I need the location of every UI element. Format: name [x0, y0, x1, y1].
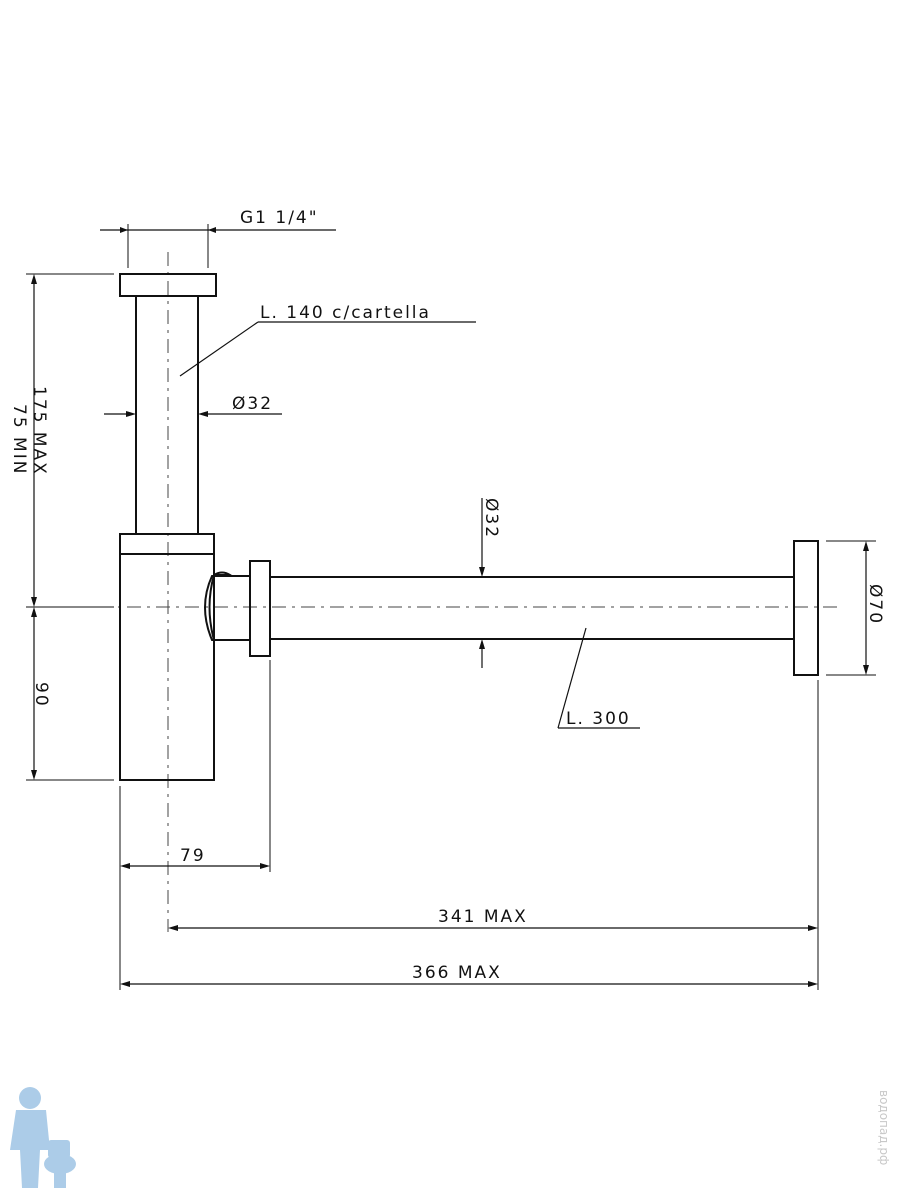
upper-length-label: L. 140 c/cartella [260, 303, 431, 323]
outlet-connector [204, 575, 251, 641]
siphon-body [119, 273, 819, 781]
pipe-diameter-label: Ø32 [481, 498, 501, 539]
horizontal-pipe [269, 576, 795, 640]
leader-line-pipe [557, 627, 587, 729]
upper-pipe [135, 295, 199, 535]
length-366-label: 366 MAX [412, 963, 502, 983]
arrowheads [31, 227, 869, 987]
dimension-lines [33, 229, 867, 985]
flange-diameter-label: Ø70 [865, 584, 885, 625]
offset-label: 79 [180, 846, 206, 866]
plumber-mascot-icon [10, 1087, 76, 1188]
wall-flange [793, 540, 819, 676]
center-lines [40, 252, 840, 932]
pipe-length-label: L. 300 [566, 709, 631, 729]
leader-line-upper [179, 321, 259, 377]
bottle-body [119, 553, 215, 781]
outlet-elbow [208, 571, 234, 641]
length-341-label: 341 MAX [438, 907, 528, 927]
body-collar [119, 533, 215, 555]
pipe-nut [249, 560, 271, 657]
upper-diameter-label: Ø32 [232, 394, 273, 414]
height-min-label: 75 MIN [9, 404, 29, 475]
extension-lines [26, 224, 876, 990]
watermark-text: водопад.рф [877, 1090, 891, 1165]
lower-height-label: 90 [31, 682, 51, 708]
thread-label: G1 1/4" [240, 208, 319, 228]
height-max-label: 175 MAX [29, 386, 49, 476]
